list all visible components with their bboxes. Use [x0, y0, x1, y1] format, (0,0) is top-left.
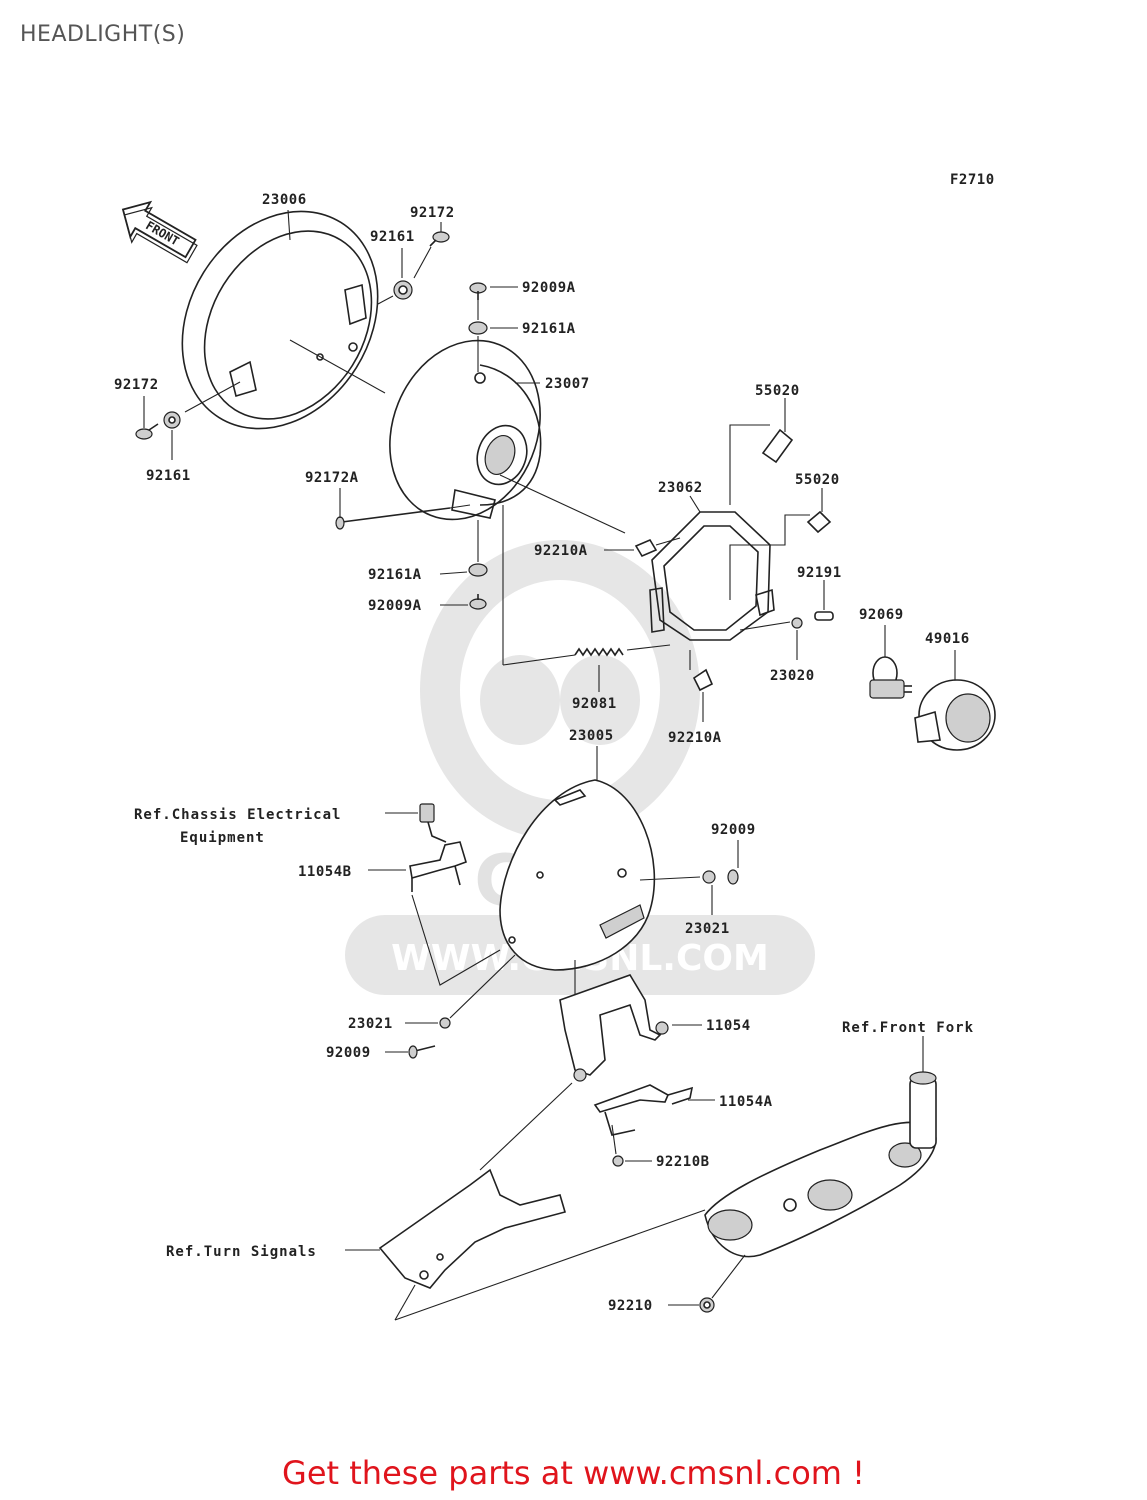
ref-front-fork: Ref.Front Fork [842, 1020, 974, 1036]
bracket-11054A [593, 1084, 694, 1136]
label-92172-left: 92172 [114, 377, 159, 393]
bracket-11054 [559, 974, 669, 1082]
cover-49016 [914, 679, 996, 751]
bulb-92069 [869, 656, 912, 699]
reflector-frame [649, 511, 775, 641]
label-11054A: 11054A [719, 1094, 773, 1110]
label-92191: 92191 [797, 565, 842, 581]
triple-clamp [704, 1121, 937, 1258]
label-23020: 23020 [770, 668, 815, 684]
label-23007: 23007 [545, 376, 590, 392]
ref-turn-signals: Ref.Turn Signals [166, 1244, 317, 1260]
label-92009-right: 92009 [711, 822, 756, 838]
figure-code: F2710 [950, 172, 995, 188]
connector-icon [419, 803, 447, 843]
clip-92210A-bottom [692, 668, 714, 692]
label-92210B: 92210B [656, 1154, 710, 1170]
nut-23020 [791, 617, 803, 629]
label-92009A-top: 92009A [522, 280, 576, 296]
label-11054B: 11054B [298, 864, 352, 880]
bracket-11054B [409, 841, 467, 892]
page-title: HEADLIGHT(S) [20, 22, 186, 47]
label-92009-left: 92009 [326, 1045, 371, 1061]
label-23006: 23006 [262, 192, 307, 208]
grommet-92161A-top [468, 321, 488, 335]
label-23021-left: 23021 [348, 1016, 393, 1032]
label-92161-left: 92161 [146, 468, 191, 484]
pin-92191 [814, 611, 834, 621]
label-92161-top: 92161 [370, 229, 415, 245]
turn-signal-stay [378, 1168, 566, 1289]
steering-stem [909, 1071, 937, 1149]
grommet-23021-left [439, 1017, 451, 1029]
grommet-23021-right [702, 870, 716, 884]
label-92081: 92081 [572, 696, 617, 712]
label-92069: 92069 [859, 607, 904, 623]
grommet-92161A-bottom [468, 563, 488, 577]
screw-92172A [335, 507, 451, 530]
label-92210: 92210 [608, 1298, 653, 1314]
footer-cta-link[interactable]: Get these parts at www.cmsnl.com ! [282, 1454, 865, 1492]
label-23005: 23005 [569, 728, 614, 744]
label-92210A-bottom: 92210A [668, 730, 722, 746]
bolt-92009-left [408, 1045, 436, 1059]
label-55020-mid: 55020 [795, 472, 840, 488]
label-23021-right: 23021 [685, 921, 730, 937]
spring-92081 [574, 647, 624, 657]
ref-chassis-electrical: Ref.Chassis Electrical [134, 807, 341, 823]
washer-92009A-bottom [469, 594, 487, 610]
label-49016: 49016 [925, 631, 970, 647]
label-92161A-top: 92161A [522, 321, 576, 337]
label-92009A-bottom: 92009A [368, 598, 422, 614]
label-92172A: 92172A [305, 470, 359, 486]
label-11054: 11054 [706, 1018, 751, 1034]
clip-55020-top [761, 428, 794, 464]
headlight-housing [389, 339, 542, 521]
headlight-rim [181, 210, 379, 430]
nut-92161-top [393, 280, 413, 300]
nut-92210B [612, 1155, 624, 1167]
bolt-92009-right [727, 869, 739, 885]
washer-92009A-top [469, 282, 487, 300]
ref-chassis-equipment: Equipment [180, 830, 265, 846]
bolt-92172-top [429, 231, 450, 247]
label-92172-top: 92172 [410, 205, 455, 221]
nut-92210 [699, 1297, 715, 1313]
front-arrow-icon: FRONT [121, 200, 198, 264]
label-92210A-top: 92210A [534, 543, 588, 559]
label-23062: 23062 [658, 480, 703, 496]
clip-92210A-top [634, 538, 658, 558]
clip-55020-mid [806, 510, 832, 534]
bolt-92172-left [135, 423, 159, 440]
headlight-shell [499, 779, 656, 971]
label-92161A-bottom: 92161A [368, 567, 422, 583]
label-55020-top: 55020 [755, 383, 800, 399]
nut-92161-left [163, 411, 181, 429]
